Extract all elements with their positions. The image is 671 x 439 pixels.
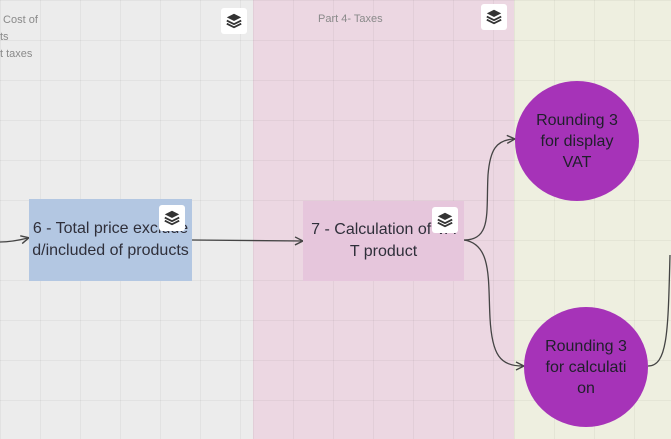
node-rounding-calculation-label: Rounding 3 for calculation: [545, 337, 627, 397]
swimlane-left-title-line: t taxes: [0, 48, 33, 60]
edge-round-calc-to-offscreen[interactable]: [647, 254, 671, 367]
edge-into-node-6[interactable]: [0, 238, 28, 242]
layers-stack-icon[interactable]: [159, 205, 185, 231]
swimlane-taxes-title: Part 4- Taxes: [318, 13, 383, 25]
layers-stack-icon[interactable]: [221, 8, 247, 34]
layers-stack-icon[interactable]: [481, 4, 507, 30]
node-total-price-label: 6 - Total price excluded/included of pro…: [32, 220, 189, 259]
edge-node7-to-round-calc[interactable]: [463, 239, 523, 366]
swimlane-left-title-line: ts: [0, 31, 9, 43]
layers-stack-icon[interactable]: [432, 207, 458, 233]
swimlane-left-title: Cost of ts t taxes: [0, 12, 38, 63]
edge-node6-to-node7[interactable]: [191, 240, 302, 241]
swimlane-left-title-line: Cost of: [0, 14, 38, 26]
node-rounding-display-label: Rounding 3 for display VAT: [536, 111, 618, 171]
node-vat-calculation-label: 7 - Calculation of VAT product: [311, 221, 456, 260]
node-rounding-display[interactable]: Rounding 3 for display VAT: [515, 81, 639, 201]
node-rounding-calculation[interactable]: Rounding 3 for calculation: [524, 307, 648, 427]
edge-node7-to-round-display[interactable]: [463, 139, 514, 241]
swimlane-taxes: [253, 0, 514, 439]
